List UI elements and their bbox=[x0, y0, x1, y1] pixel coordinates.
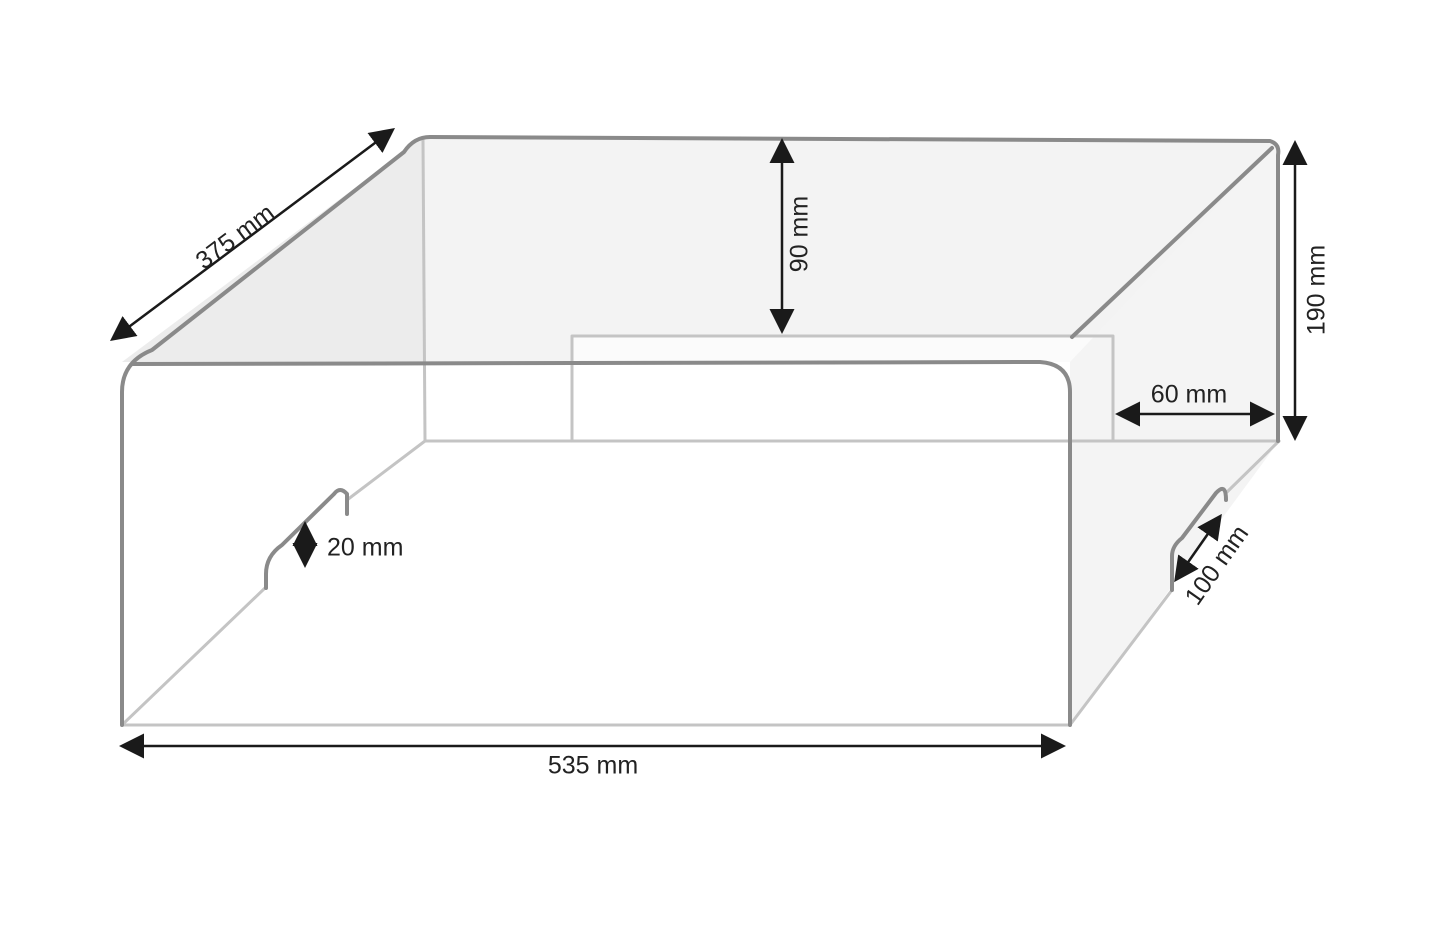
front-opening-area bbox=[122, 362, 1070, 725]
notch-height-label: 20 mm bbox=[327, 534, 403, 562]
window-offset-label: 60 mm bbox=[1151, 381, 1227, 409]
depth-arrow bbox=[109, 128, 396, 341]
notch-width-arrow bbox=[1174, 513, 1222, 583]
inner-edges bbox=[120, 138, 1281, 727]
total-height-label: 190 mm bbox=[1303, 245, 1331, 335]
window-height-label: 90 mm bbox=[786, 196, 814, 272]
dimension-arrows bbox=[109, 128, 1308, 759]
width-label: 535 mm bbox=[548, 752, 638, 780]
right-side-panel bbox=[1070, 143, 1279, 725]
